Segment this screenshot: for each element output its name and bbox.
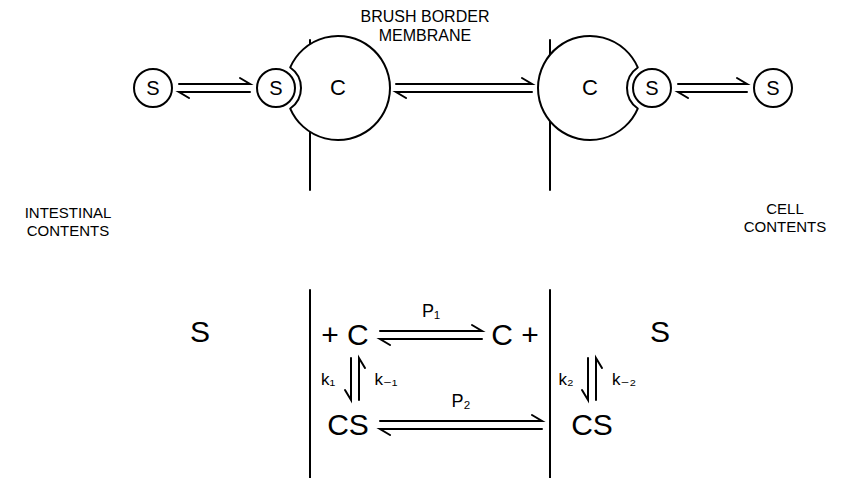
harpoon-arrow [179,78,250,84]
rate-constant: k₋₁ [374,370,397,390]
carrier-protein: C [538,36,642,140]
species-symbol: CS [571,407,613,443]
rate-constant: P₂ [452,391,471,413]
region-label: INTESTINAL CONTENTS [8,204,128,240]
rate-constant: k₁ [321,370,335,390]
carrier-outline [538,36,638,140]
species-symbol: S [190,314,210,350]
species-symbol: + C [321,317,369,353]
harpoon-arrow [678,78,747,84]
harpoon-arrow [678,92,747,98]
substrate-circle: S [753,68,793,108]
rate-constant: k₋₂ [612,370,636,390]
harpoon-arrow [396,78,532,84]
species-symbol: S [650,314,670,350]
equilibrium-connector [678,78,747,98]
equilibrium-connector [179,78,250,98]
species-symbol: C + [491,317,539,353]
carrier-protein: C [286,36,390,140]
substrate-circle: S [256,68,296,108]
equilibrium-arrows [380,325,482,345]
node-text: S [146,78,159,98]
equilibrium-arrows [582,358,602,400]
region-label: CELL CONTENTS [730,200,840,236]
circle-outline [134,69,172,107]
substrate-circle: S [133,68,173,108]
harpoon-arrow [396,92,532,98]
rate-constant: P₁ [422,301,440,323]
node-text: S [269,78,282,98]
node-text: C [582,77,598,99]
node-text: S [766,78,779,98]
equilibrium-connector [396,78,532,98]
circle-outline [633,69,671,107]
equilibrium-arrows [345,358,365,400]
circle-outline [754,69,792,107]
carrier-outline [290,36,390,140]
harpoon-arrow [179,92,250,98]
species-symbol: CS [327,407,369,443]
node-text: S [645,78,658,98]
node-text: C [330,77,346,99]
substrate-circle: S [632,68,672,108]
rate-constant: k₂ [558,370,573,390]
membrane-label: BRUSH BORDER MEMBRANE [345,7,505,45]
circle-outline [257,69,295,107]
equilibrium-arrows [380,415,542,435]
